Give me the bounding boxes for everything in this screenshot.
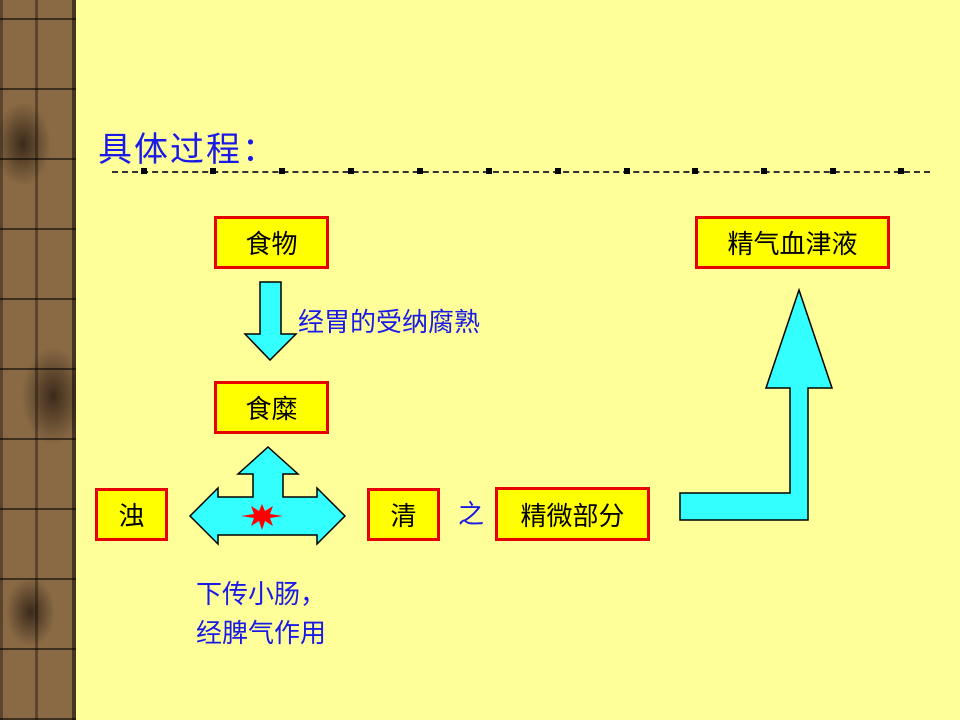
label-stomach-process: 经胃的受纳腐熟	[298, 308, 481, 338]
star-burst-icon	[241, 504, 283, 530]
dashed-divider	[112, 171, 930, 173]
elbow-up-arrow	[679, 287, 834, 521]
divider-dot	[348, 168, 354, 174]
node-turbid: 浊	[95, 488, 168, 541]
label-of: 之	[458, 500, 485, 530]
split-arrow	[188, 445, 347, 546]
divider-dot	[624, 168, 630, 174]
node-essence: 精微部分	[495, 487, 650, 541]
node-food: 食物	[214, 216, 329, 269]
node-clear: 清	[367, 488, 440, 541]
divider-dot	[830, 168, 836, 174]
label-down-line1: 下传小肠，	[196, 580, 327, 610]
divider-dot	[210, 168, 216, 174]
node-chyme: 食糜	[214, 381, 329, 434]
divider-dot	[486, 168, 492, 174]
node-qi-blood-fluid: 精气血津液	[695, 216, 890, 269]
slide-title: 具体过程：	[98, 130, 278, 170]
divider-dot	[692, 168, 698, 174]
divider-dot	[761, 168, 767, 174]
divider-dot	[141, 168, 147, 174]
divider-dot	[898, 168, 904, 174]
decorative-border-strip	[0, 0, 76, 720]
down-arrow	[243, 281, 298, 362]
divider-dot	[417, 168, 423, 174]
label-down-line2: 经脾气作用	[196, 619, 327, 649]
divider-dot	[555, 168, 561, 174]
divider-dot	[279, 168, 285, 174]
